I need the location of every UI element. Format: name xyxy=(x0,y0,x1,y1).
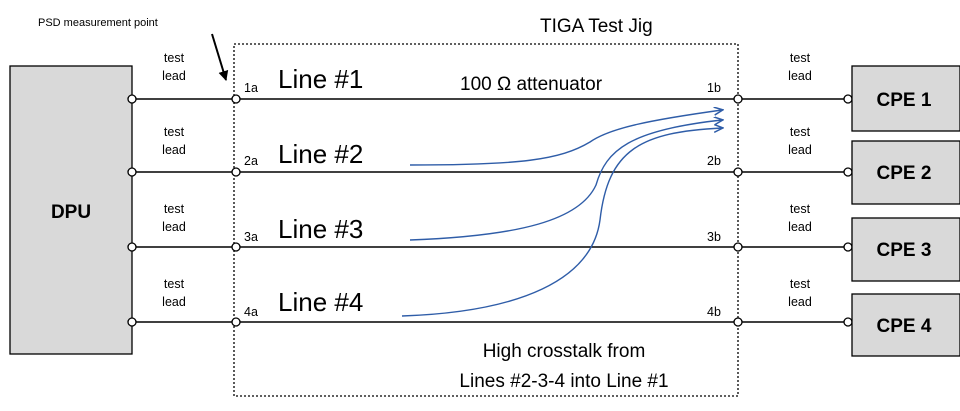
cpe-1-label: CPE 1 xyxy=(877,90,932,111)
crosstalk-arrow-line-2 xyxy=(409,110,722,166)
cpe-4-label: CPE 4 xyxy=(877,316,932,337)
dpu-port-2 xyxy=(127,167,137,177)
port-3b: 3b xyxy=(707,230,721,244)
jig-port-1b xyxy=(733,94,743,104)
psd-measurement-label: PSD measurement point xyxy=(38,17,158,29)
test-lead-right-2-b: lead xyxy=(788,143,812,157)
line-1-label: Line #1 xyxy=(278,64,363,94)
attenuator-label: 100 Ω attenuator xyxy=(460,74,603,95)
cpe-3-box xyxy=(851,217,960,282)
dpu-label: DPU xyxy=(51,202,91,223)
jig-port-4b xyxy=(733,317,743,327)
cpe-port-2 xyxy=(843,167,853,177)
dpu-port-1 xyxy=(127,94,137,104)
cpe-2-box xyxy=(851,140,960,205)
jig-port-1a xyxy=(231,94,241,104)
test-lead-left-3-a: test xyxy=(164,202,185,216)
jig-port-2a xyxy=(231,167,241,177)
port-1a: 1a xyxy=(244,81,258,95)
port-4b: 4b xyxy=(707,305,721,319)
line-3-label: Line #3 xyxy=(278,214,363,244)
port-2a: 2a xyxy=(244,154,258,168)
test-lead-left-2-a: test xyxy=(164,125,185,139)
cpe-port-1 xyxy=(843,94,853,104)
test-lead-right-1-b: lead xyxy=(788,69,812,83)
dpu-port-3 xyxy=(127,242,137,252)
test-jig-boundary xyxy=(233,43,739,397)
crosstalk-caption-line-2: Lines #2-3-4 into Line #1 xyxy=(459,371,668,392)
dpu-box xyxy=(9,65,133,355)
jig-port-2b xyxy=(733,167,743,177)
line-4-label: Line #4 xyxy=(278,287,363,317)
test-lead-right-1-a: test xyxy=(790,51,811,65)
crosstalk-arrow-line-3 xyxy=(409,120,722,241)
cpe-4-box xyxy=(851,293,960,357)
jig-port-3b xyxy=(733,242,743,252)
test-lead-right-4-b: lead xyxy=(788,295,812,309)
line-1: test lead test lead 1a 1b Line #1 100 Ω … xyxy=(127,51,960,132)
test-lead-right-3-a: test xyxy=(790,202,811,216)
cpe-1-box xyxy=(851,65,960,132)
cpe-port-3 xyxy=(843,242,853,252)
port-3a: 3a xyxy=(244,230,258,244)
jig-port-4a xyxy=(231,317,241,327)
port-4a: 4a xyxy=(244,305,258,319)
dpu-port-4 xyxy=(127,317,137,327)
cpe-2-label: CPE 2 xyxy=(877,163,932,184)
test-lead-right-3-b: lead xyxy=(788,220,812,234)
test-lead-left-1-a: test xyxy=(164,51,185,65)
cpe-3-label: CPE 3 xyxy=(877,240,932,261)
jig-port-3a xyxy=(231,242,241,252)
measurement-arrow xyxy=(211,33,229,81)
port-1b: 1b xyxy=(707,81,721,95)
port-2b: 2b xyxy=(707,154,721,168)
test-lead-right-4-a: test xyxy=(790,277,811,291)
test-lead-right-2-a: test xyxy=(790,125,811,139)
jig-title: TIGA Test Jig xyxy=(540,16,653,37)
line-2-label: Line #2 xyxy=(278,139,363,169)
test-lead-left-3-b: lead xyxy=(162,220,186,234)
line-3: test lead test lead 3a 3b Line #3 CPE 3 xyxy=(127,202,960,282)
crosstalk-arrow-line-4 xyxy=(401,128,722,317)
test-lead-left-4-a: test xyxy=(164,277,185,291)
cpe-port-4 xyxy=(843,317,853,327)
crosstalk-caption-line-1: High crosstalk from xyxy=(483,341,646,362)
line-2: test lead test lead 2a 2b Line #2 CPE 2 xyxy=(127,125,960,205)
test-lead-left-2-b: lead xyxy=(162,143,186,157)
test-lead-left-4-b: lead xyxy=(162,295,186,309)
crosstalk-arrows xyxy=(401,110,722,317)
test-lead-left-1-b: lead xyxy=(162,69,186,83)
line-4: test lead test lead 4a 4b Line #4 CPE 4 xyxy=(127,277,960,357)
